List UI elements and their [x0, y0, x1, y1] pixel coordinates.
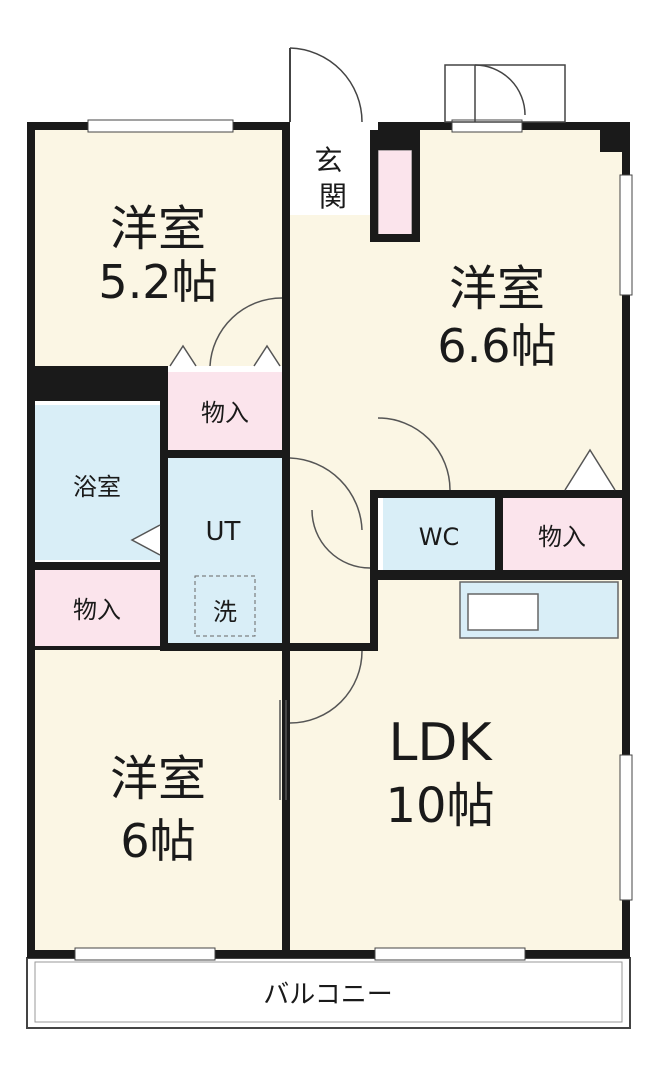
- bedroom-ne-name: 洋室: [449, 261, 545, 317]
- bath-label: 浴室: [73, 473, 121, 501]
- entrance-label: 玄 関: [315, 144, 352, 213]
- window-north-ne: [451, 119, 523, 133]
- door-hall-utility: [289, 457, 363, 531]
- entrance-floor: [290, 130, 378, 215]
- window-south-sw: [74, 947, 216, 961]
- bedroom-ne-size: 6.6帖: [437, 319, 556, 373]
- storage-left-label: 物入: [73, 596, 121, 624]
- wall-bath-south: [27, 562, 168, 570]
- wall-shoe-corner: [378, 130, 420, 150]
- bedroom-nw-size: 5.2帖: [98, 255, 217, 309]
- closet-triangle-2: [253, 344, 281, 367]
- bedroom-sw-size: 6帖: [120, 814, 195, 868]
- washer-label: 洗: [213, 598, 237, 626]
- room-utility-floor: [168, 458, 282, 643]
- wall-south: [27, 950, 630, 958]
- kitchen-sink: [467, 593, 539, 631]
- ne-door-swing: [474, 64, 526, 116]
- wall-ne-corner: [600, 122, 630, 152]
- storage-center-label: 物入: [201, 399, 249, 427]
- wall-east: [622, 122, 630, 958]
- room-wc-floor: [383, 498, 495, 570]
- window-south-ldk: [374, 947, 526, 961]
- door-bedroom-ne: [377, 417, 451, 491]
- window-east-upper: [619, 174, 633, 296]
- closet-triangle-3: [564, 448, 616, 491]
- utility-label: UT: [206, 517, 241, 547]
- wc-label: WC: [419, 523, 460, 551]
- storage-right-label: 物入: [538, 523, 586, 551]
- wall-utility-south: [160, 643, 290, 651]
- wall-storage-center-south: [160, 450, 290, 458]
- room-ldk-floor: [290, 580, 622, 950]
- bath-door-marker: [130, 524, 161, 556]
- bedroom-nw-name: 洋室: [110, 201, 206, 257]
- room-bedroom-nw-floor: [35, 130, 282, 366]
- wall-storage-left-south: [27, 646, 168, 650]
- wall-hall-west: [282, 130, 290, 950]
- wall-hall-ldk: [290, 643, 378, 651]
- closet-triangle-1: [169, 344, 197, 367]
- door-hall-wc: [311, 509, 371, 569]
- window-north-nw: [87, 119, 234, 133]
- entrance-door-swing: [289, 47, 363, 123]
- storage-right-floor: [503, 498, 622, 570]
- ldk-size: 10帖: [385, 778, 494, 834]
- wall-shoe-east: [412, 130, 420, 242]
- wall-bedroom-nw-south: [27, 366, 168, 401]
- entrance-label-char-2: 関: [319, 180, 347, 213]
- window-east-lower: [619, 754, 633, 901]
- wall-shoe-south: [370, 234, 420, 242]
- entrance-shoe-cabinet: [377, 149, 413, 236]
- balcony-label: バルコニー: [263, 980, 392, 1010]
- room-bedroom-sw-floor: [35, 650, 282, 950]
- room-bath-floor: [35, 405, 160, 560]
- door-bedroom-nw: [209, 297, 283, 367]
- ldk-name: LDK: [388, 713, 493, 773]
- balcony-inner-rail: [34, 961, 623, 1023]
- wall-hall-east-upper: [370, 130, 378, 240]
- washer-space: [194, 575, 256, 637]
- wall-wc-east: [495, 490, 503, 580]
- storage-center-floor: [168, 372, 282, 450]
- bedroom-sw-name: 洋室: [110, 751, 206, 807]
- balcony-area: [26, 957, 631, 1029]
- wall-west: [27, 122, 35, 958]
- wall-storage-center-west: [160, 366, 168, 650]
- entrance-label-char-1: 玄: [315, 144, 343, 177]
- ne-porch-frame: [444, 64, 566, 123]
- storage-left-floor: [35, 570, 160, 646]
- door-ldk: [289, 650, 363, 724]
